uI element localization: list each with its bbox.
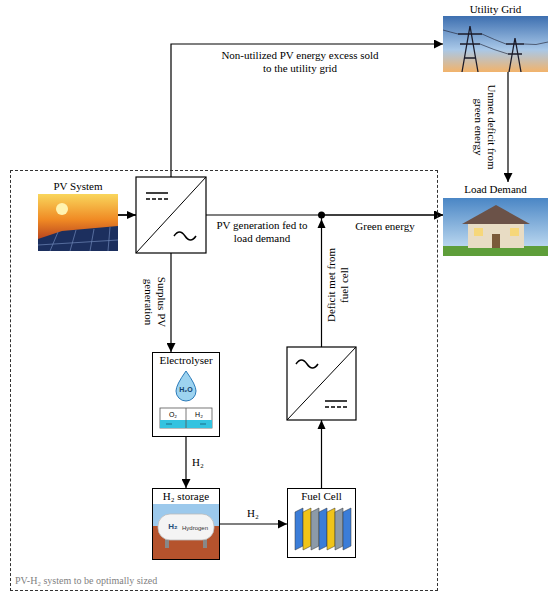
node-title: PV System [38, 179, 118, 193]
tank-photo [153, 504, 219, 559]
node-title: H₂ storage [153, 489, 219, 503]
fuel-cell-icon [295, 508, 351, 550]
edge-label: Deficit met from fuel cell [325, 244, 351, 326]
inverter-symbol [287, 347, 356, 420]
flow-connector [118, 215, 171, 352]
image-box: Load Demand [443, 182, 548, 256]
node-title: Fuel Cell [288, 489, 355, 503]
flow-arrowheads [127, 211, 326, 429]
electrolyser-icon [160, 371, 212, 428]
edge-label: Surplus PV generation [142, 266, 168, 338]
pv-photo [38, 194, 118, 251]
grid-photo [443, 16, 548, 72]
flow-connector [185, 437, 186, 488]
component-box: Electrolyser [152, 352, 220, 437]
icon-label: O₂ [169, 410, 177, 419]
flow-connector [507, 72, 508, 182]
component-box: Fuel Cell [287, 488, 356, 558]
flow-connector [118, 44, 443, 215]
region-title: PV-H₂ system to be optimally sized [15, 575, 157, 587]
dashed-region: PV-H₂ system to be optimally sized PV Sys… [10, 170, 438, 591]
icon-label: H₂O [179, 385, 193, 394]
component-box: H₂ storage [152, 488, 220, 560]
flow-connector [220, 523, 287, 524]
node-title: Utility Grid [443, 2, 548, 16]
node-title: Load Demand [443, 182, 548, 196]
flow-connector [118, 214, 443, 215]
edge-label: H₂ [247, 507, 259, 520]
flow-connector [322, 215, 444, 488]
edge-label: PV generation fed to load demand [210, 219, 315, 245]
image-box: Utility Grid [443, 2, 548, 72]
icon-label: H₂ [195, 410, 203, 419]
icon-label: H₂ [168, 522, 177, 532]
image-box: PV System [38, 179, 118, 251]
house-photo [443, 198, 548, 256]
node-title: Electrolyser [153, 353, 219, 367]
inverter-symbol [136, 177, 206, 253]
flow-label: Green energy [355, 220, 414, 233]
edge-label: Unmet deficit from green energy [472, 77, 498, 177]
icon-label: Hydrogen [182, 524, 208, 532]
edge-label: H₂ [192, 456, 204, 469]
edge-label: Non-utilized PV energy excess sold to th… [220, 49, 380, 75]
